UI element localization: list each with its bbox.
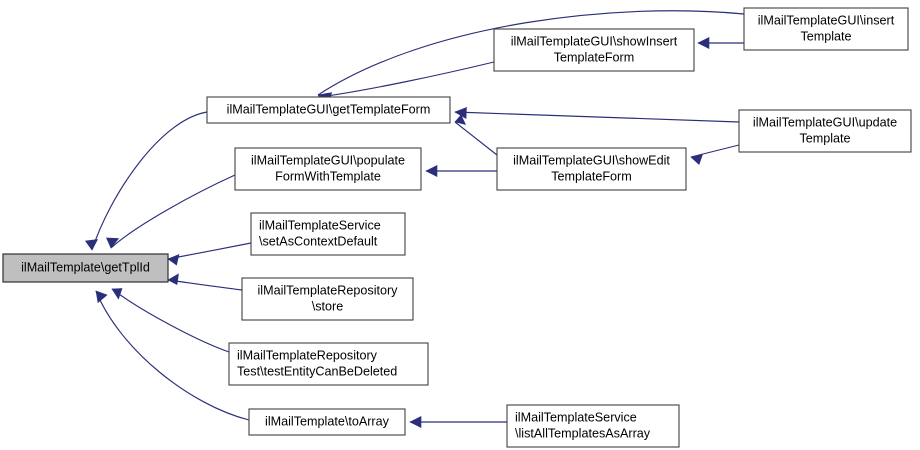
node-label-line: \store xyxy=(312,299,344,313)
node-label-line: Template xyxy=(800,29,851,43)
node-label-line: Test\testEntityCanBeDeleted xyxy=(237,364,397,378)
arrowhead-icon xyxy=(167,273,179,285)
edge-line xyxy=(454,111,740,123)
arrowhead-icon xyxy=(697,37,710,49)
node-getTemplateForm[interactable]: ilMailTemplateGUI\getTemplateForm xyxy=(206,96,451,124)
node-label-line: TemplateForm xyxy=(554,50,634,64)
arrowhead-icon xyxy=(409,416,422,428)
node-box[interactable] xyxy=(248,408,406,436)
edge-listAllTemplatesAsArray-to-toArray xyxy=(409,416,507,428)
node-label-line: FormWithTemplate xyxy=(275,169,381,183)
edge-line xyxy=(317,10,745,96)
edge-updateTemplate-to-getTemplateForm xyxy=(454,107,740,123)
node-label-line: ilMailTemplateRepository xyxy=(237,348,378,362)
edge-line xyxy=(167,279,243,291)
node-testEntityCanBeDeleted[interactable]: ilMailTemplateRepositoryTest\testEntityC… xyxy=(228,342,429,386)
edge-showEditTemplateForm-to-getTemplateForm xyxy=(454,114,498,156)
node-box[interactable] xyxy=(206,96,451,124)
node-label-line: ilMailTemplateGUI\showInsert xyxy=(511,34,678,48)
edge-showEditTemplateForm-to-populateFormWithTemplate xyxy=(425,165,497,177)
node-repositoryStore[interactable]: ilMailTemplateRepository \store xyxy=(241,277,414,321)
node-box[interactable] xyxy=(506,404,680,448)
node-box[interactable] xyxy=(743,7,909,51)
node-label-line: ilMailTemplateGUI\update xyxy=(753,115,897,129)
node-box[interactable] xyxy=(496,147,687,191)
node-label-line: ilMailTemplateService xyxy=(259,218,381,232)
node-box[interactable] xyxy=(493,28,695,72)
edge-line xyxy=(454,121,498,156)
node-label-line: ilMailTemplateGUI\showEdit xyxy=(513,153,670,167)
edge-line xyxy=(91,111,208,251)
edge-getTemplateForm-to-getTplId xyxy=(84,111,208,251)
arrowhead-icon xyxy=(454,114,467,125)
node-label-line: ilMailTemplateService xyxy=(515,410,637,424)
node-label-line: TemplateForm xyxy=(551,169,631,183)
arrowhead-icon xyxy=(425,165,438,177)
edge-testEntityCanBeDeleted-to-getTplId xyxy=(111,288,230,353)
node-label-line: \listAllTemplatesAsArray xyxy=(515,426,651,440)
node-label-line: \setAsContextDefault xyxy=(259,234,378,248)
node-label-line: ilMailTemplate\toArray xyxy=(265,414,390,428)
node-label-line: Template xyxy=(799,131,850,145)
edge-setAsContextDefault-to-getTplId xyxy=(167,242,252,266)
edge-line xyxy=(167,242,252,260)
node-populateFormWithTemplate[interactable]: ilMailTemplateGUI\populateFormWithTempla… xyxy=(234,147,422,191)
node-box[interactable] xyxy=(2,253,169,283)
edge-repositoryStore-to-getTplId xyxy=(167,273,243,291)
arrowhead-icon xyxy=(167,254,180,266)
edge-populateFormWithTemplate-to-getTplId xyxy=(106,174,236,249)
edge-line xyxy=(319,61,495,98)
edge-line xyxy=(111,288,230,353)
node-box[interactable] xyxy=(738,109,912,153)
node-getTplId[interactable]: ilMailTemplate\getTplId xyxy=(2,253,169,283)
node-label-line: ilMailTemplateRepository xyxy=(258,283,399,297)
edge-line xyxy=(95,290,250,421)
edges-layer xyxy=(84,10,745,428)
edge-line xyxy=(110,174,236,249)
edge-updateTemplate-to-showEditTemplateForm xyxy=(690,144,740,166)
edge-toArray-to-getTplId xyxy=(95,290,250,421)
arrowhead-icon xyxy=(111,288,123,300)
node-box[interactable] xyxy=(250,212,406,256)
node-box[interactable] xyxy=(234,147,422,191)
node-label-line: ilMailTemplateGUI\insert xyxy=(758,13,895,27)
node-listAllTemplatesAsArray[interactable]: ilMailTemplateService \listAllTemplatesAs… xyxy=(506,404,680,448)
node-label-line: ilMailTemplate\getTplId xyxy=(21,260,150,274)
node-label-line: ilMailTemplateGUI\getTemplateForm xyxy=(227,102,431,116)
node-box[interactable] xyxy=(228,342,429,386)
arrowhead-icon xyxy=(84,239,99,251)
nodes-layer: ilMailTemplate\getTplId ilMailTemplateGUI… xyxy=(2,7,912,448)
node-setAsContextDefault[interactable]: ilMailTemplateService \setAsContextDefaul… xyxy=(250,212,406,256)
arrowhead-icon xyxy=(106,237,120,249)
arrowhead-icon xyxy=(690,154,703,166)
arrowhead-icon xyxy=(95,290,108,304)
node-toArray[interactable]: ilMailTemplate\toArray xyxy=(248,408,406,436)
edge-insertTemplate-to-showInsertTemplateForm xyxy=(697,37,744,49)
node-label-line: ilMailTemplateGUI\populate xyxy=(251,153,405,167)
node-box[interactable] xyxy=(241,277,414,321)
